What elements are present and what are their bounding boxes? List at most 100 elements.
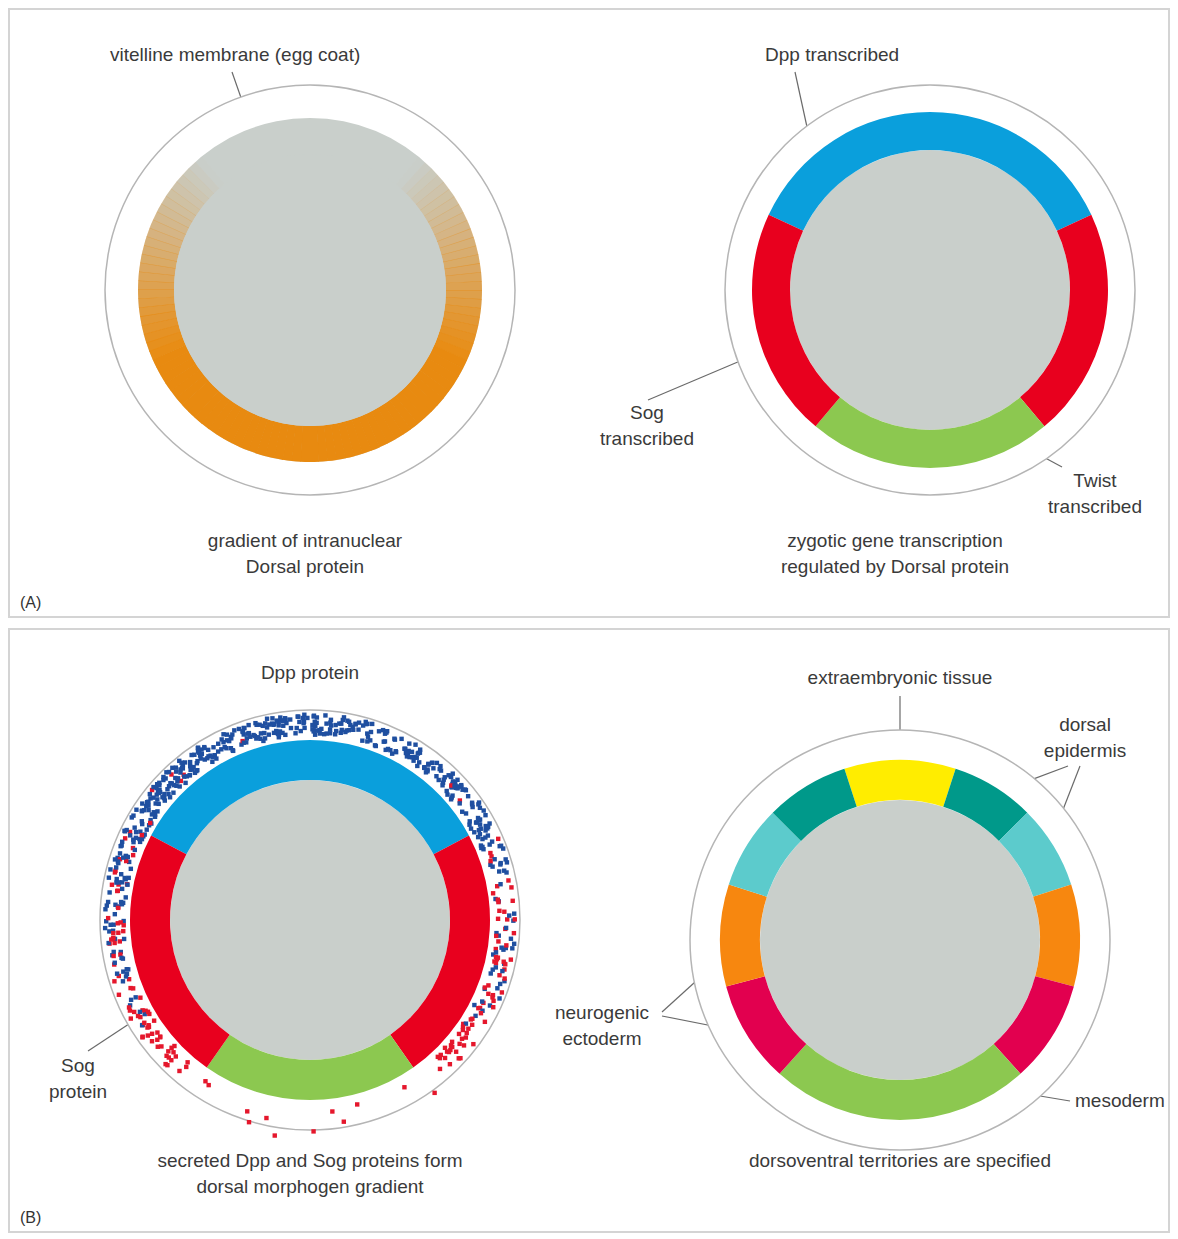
protein-dot [295,726,299,730]
protein-dot [245,1109,249,1113]
protein-dot [190,767,194,771]
protein-dot [107,941,111,945]
protein-dot [356,727,360,731]
protein-dot [270,716,274,720]
protein-dot [457,1056,461,1060]
protein-dot [313,720,317,724]
protein-dot [507,913,511,917]
protein-dot [443,1046,447,1050]
protein-dot [384,730,388,734]
protein-dot [512,931,516,935]
protein-dot [506,878,510,882]
protein-dot [402,747,406,751]
protein-dot [499,945,503,949]
protein-dot [497,909,501,913]
protein-dot [202,745,206,749]
protein-dot [474,820,478,824]
label-text: neurogenic ectoderm [543,1000,661,1051]
protein-dot [402,1085,406,1089]
protein-dot [365,731,369,735]
embryo [170,780,450,1060]
ring-segment [207,1035,413,1100]
label-text: Sog protein [38,1053,118,1104]
protein-dot [318,731,322,735]
protein-dot [492,959,496,963]
protein-dot [120,902,124,906]
protein-dot [122,829,126,833]
protein-dot [342,1119,346,1123]
protein-dot [113,870,117,874]
protein-dot [148,792,152,796]
protein-dot [180,765,184,769]
protein-dot [328,731,332,735]
protein-dot [165,787,169,791]
protein-dot [511,899,515,903]
protein-dot [109,937,113,941]
vitelline-membrane [690,730,1110,1150]
protein-dot [125,882,129,886]
protein-dot [342,715,346,719]
protein-dot [129,867,133,871]
label-text: zygotic gene transcription regulated by … [765,528,1025,579]
protein-dot [437,778,441,782]
protein-dot [195,761,199,765]
protein-dot [123,829,127,833]
ring-segment [769,112,1092,231]
protein-dot [351,725,355,729]
label-text: dorsoventral territories are specified [695,1148,1105,1174]
protein-dot [365,739,369,743]
protein-dot [108,867,112,871]
protein-dot [140,801,144,805]
protein-dot [431,766,435,770]
protein-dot [119,872,123,876]
protein-dot [491,1005,495,1009]
protein-dot [394,749,398,753]
panel-frame: (B) [8,628,1170,1233]
protein-dot [116,931,120,935]
protein-dot [337,721,341,725]
protein-dot [487,842,491,846]
protein-dot [361,723,365,727]
protein-dot [216,742,220,746]
protein-dot [497,869,501,873]
ring-segment [138,289,174,299]
protein-dot [206,754,210,758]
protein-dot [496,917,500,921]
protein-dot [466,1026,470,1030]
protein-dot [457,1032,461,1036]
protein-dot [131,986,135,990]
vitelline-membrane [100,710,520,1130]
protein-dot [502,910,506,914]
protein-dot [476,802,480,806]
protein-dot [113,912,117,916]
protein-dot [480,845,484,849]
protein-dot [125,972,129,976]
protein-dot [399,737,403,741]
protein-dot [509,885,513,889]
protein-dot [452,783,456,787]
protein-dot [165,1063,169,1067]
protein-dot [496,837,500,841]
protein-dot [156,802,160,806]
protein-dot [171,790,175,794]
protein-dot [513,917,517,921]
protein-dot [206,748,210,752]
ring-segment [309,426,319,462]
protein-dot [148,821,152,825]
protein-dot [150,1039,154,1043]
protein-dot [174,769,178,773]
protein-dot [468,819,472,823]
protein-dot [334,729,338,733]
protein-dot [127,1005,131,1009]
protein-dot [188,760,192,764]
protein-dot [370,722,374,726]
protein-dot [503,927,507,931]
protein-dot [465,1031,469,1035]
protein-dot [450,795,454,799]
protein-dot [393,737,397,741]
protein-dot [225,732,229,736]
protein-dot [443,1056,447,1060]
protein-dot [495,986,499,990]
protein-dot [410,750,414,754]
protein-dot [498,982,502,986]
